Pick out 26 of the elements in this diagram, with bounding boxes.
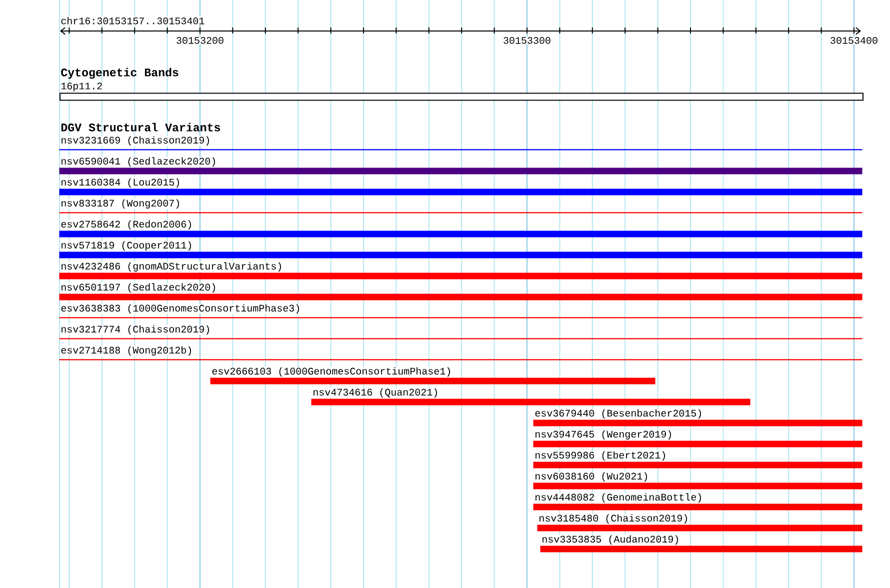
variant-label: nsv3353835 (Audano2019) (541, 534, 680, 545)
variant-label: esv2758642 (Redon2006) (60, 220, 194, 230)
tick-label: 30153200 (176, 36, 224, 44)
variant-label: nsv5599986 (Ebert2021) (534, 450, 668, 461)
tick-label: 30153400 (830, 36, 878, 44)
variant-label: nsv3185480 (Chaisson2019) (538, 514, 690, 524)
band-label: 16p11.2 (60, 82, 104, 92)
variant-label: nsv4448082 (GenomeinaBottle) (534, 492, 704, 503)
variant-label: esv2666103 (1000GenomesConsortiumPhase1) (211, 366, 452, 377)
variant-label: nsv3947645 (Wenger2019) (534, 430, 674, 440)
variant-label: nsv6501197 (Sedlazeck2020) (60, 282, 218, 293)
variant-label: nsv571819 (Cooper2011) (60, 240, 194, 251)
variant-label: nsv4232486 (gnomADStructuralVariants) (60, 262, 284, 272)
variant-label: esv3638383 (1000GenomesConsortiumPhase3) (60, 304, 302, 314)
variant-label: nsv3217774 (Chaisson2019) (60, 324, 212, 335)
variant-label: nsv6590041 (Sedlazeck2020) (60, 156, 218, 167)
variant-label: esv3679440 (Besenbacher2015) (534, 408, 704, 419)
variant-label: nsv833187 (Wong2007) (60, 198, 182, 209)
variant-label: nsv1160384 (Lou2015) (60, 178, 182, 188)
variant-label: nsv6038160 (Wu2021) (534, 472, 650, 482)
variant-label: esv2714188 (Wong2012b) (60, 346, 194, 356)
tick-label: 30153300 (502, 36, 552, 44)
locus-label: chr16:30153157..30153401 (60, 16, 206, 25)
track-heading: DGV Structural Variants (61, 122, 220, 132)
variant-label: nsv4734616 (Quan2021) (312, 388, 440, 398)
variant-label: nsv3231669 (Chaisson2019) (60, 136, 212, 146)
